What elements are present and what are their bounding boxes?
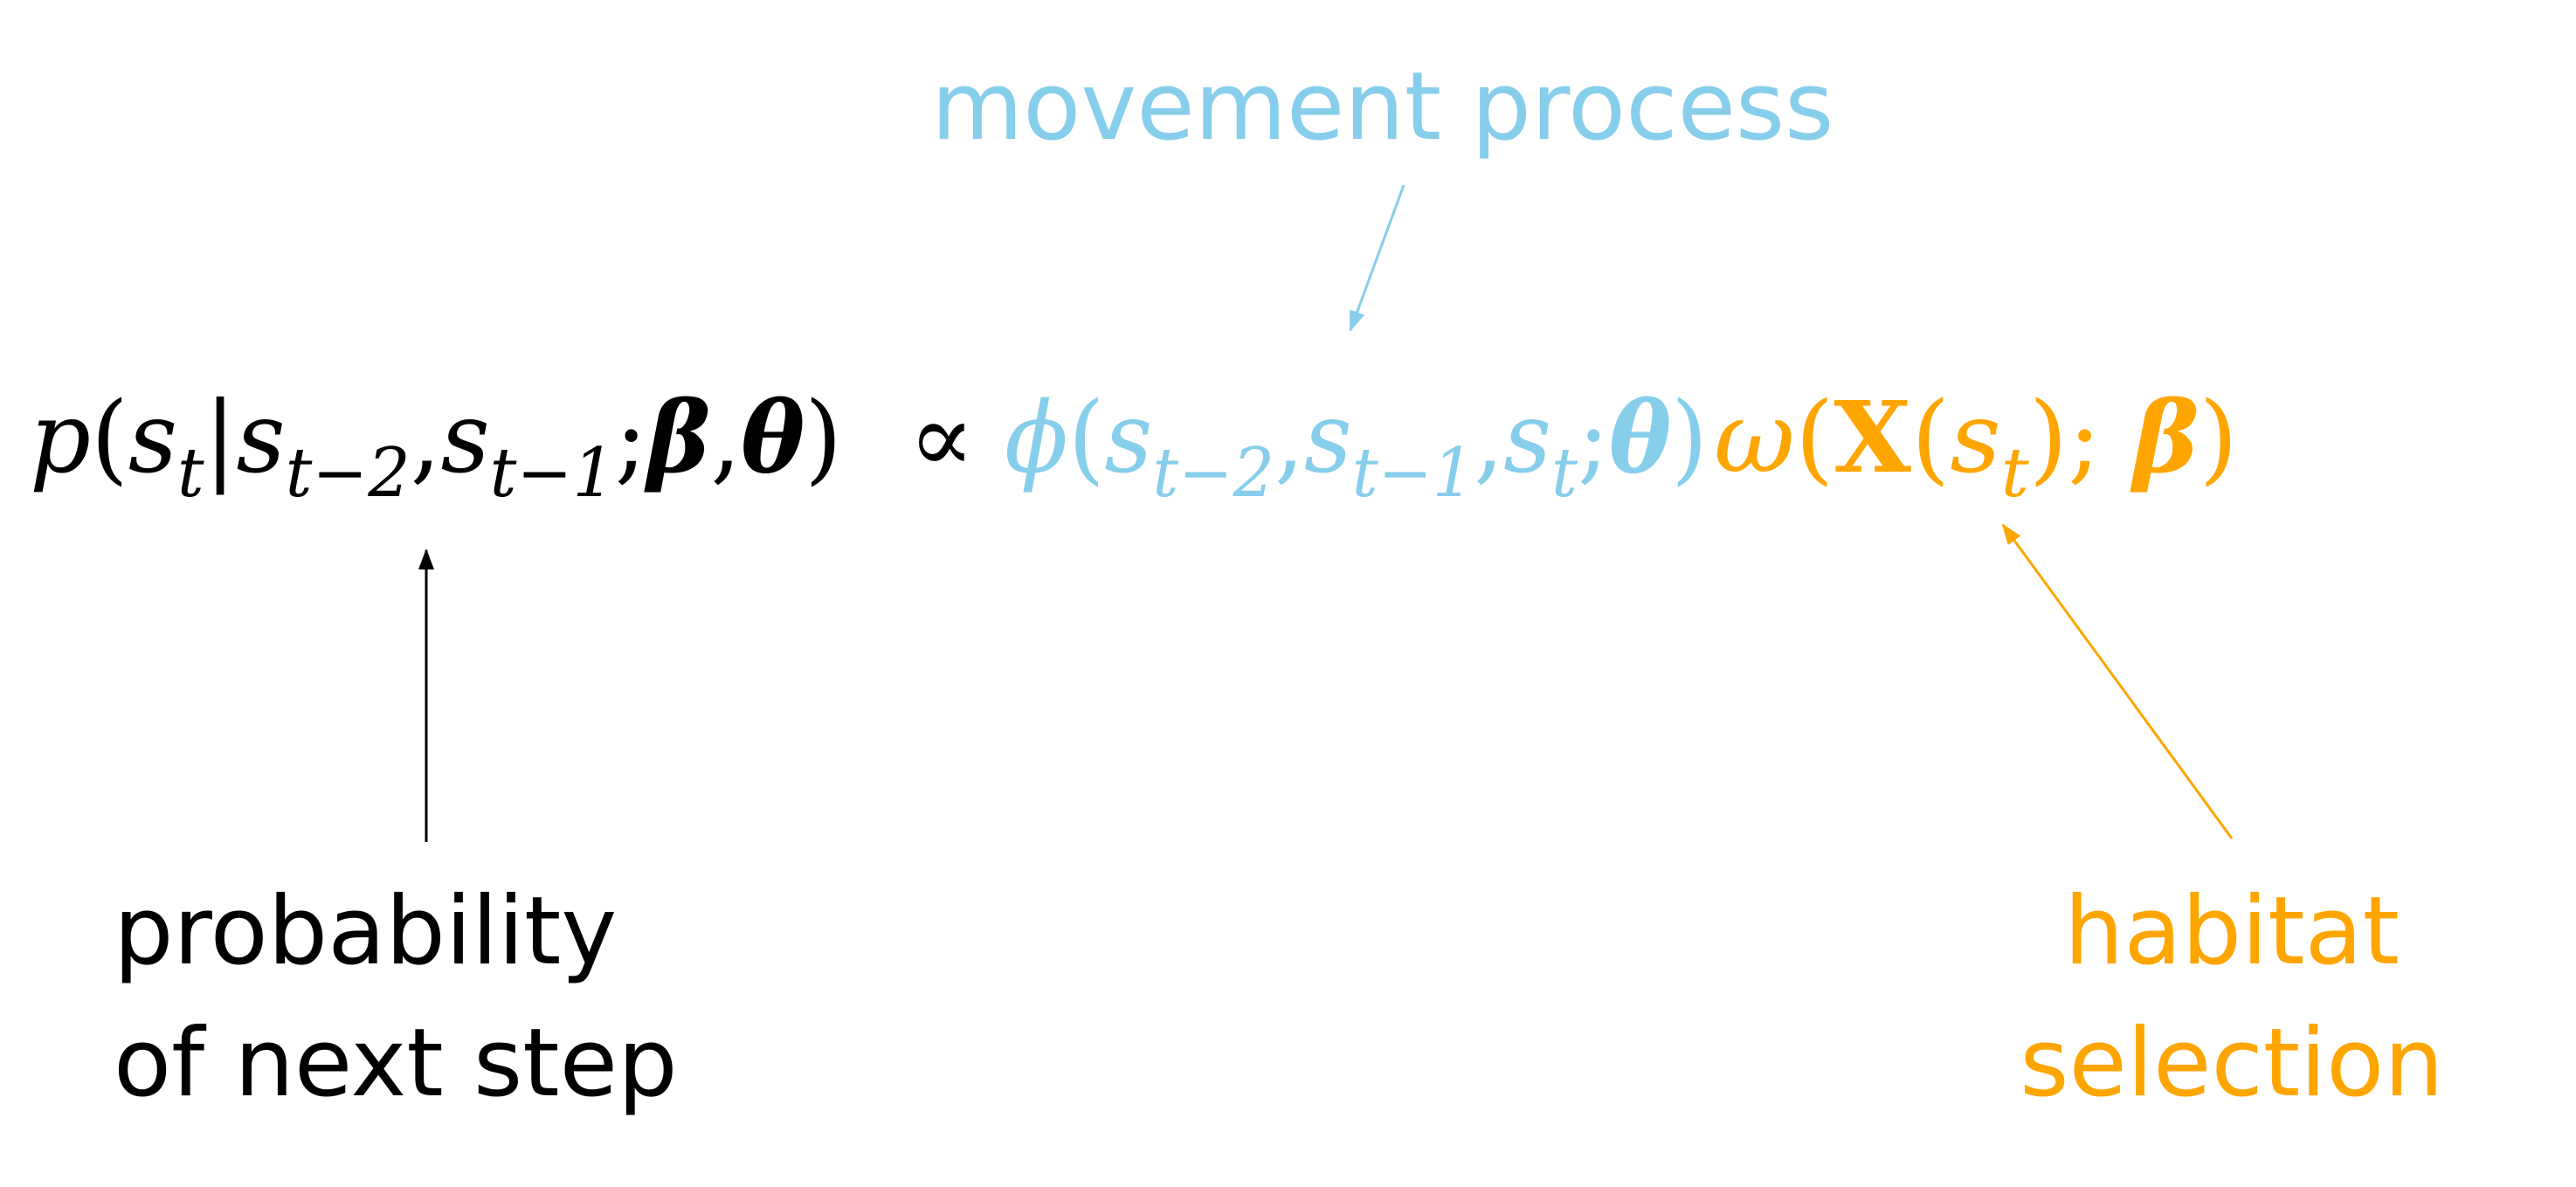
equation-symbol: s [1304, 382, 1352, 495]
movement-process-label: movement process [931, 52, 1834, 162]
equation-symbol: s [1105, 382, 1153, 495]
equation-symbol: ) [805, 382, 842, 495]
equation-symbol [2102, 382, 2133, 495]
equation-symbol: ω [1714, 382, 1795, 495]
equation-symbol: ; [1578, 382, 1609, 495]
equation-symbol: , [411, 382, 441, 495]
subscript: t−1 [490, 434, 615, 513]
subscript: t [2001, 434, 2030, 513]
equation-symbol: ( [91, 382, 128, 495]
equation-symbol: ϕ [1005, 382, 1068, 495]
equation-symbol: s [441, 382, 490, 495]
subscript: t−1 [1352, 434, 1474, 513]
equation-symbol: s [128, 382, 177, 495]
habitat-label-line2: selection [2020, 1009, 2444, 1118]
equation-symbol: s [1950, 382, 2000, 495]
equation-habitat-term: ω(X(st); β) [1714, 381, 2238, 513]
equation-symbol: ( [1911, 382, 1950, 495]
subscript: t−2 [1152, 434, 1274, 513]
equation-symbol: ) [1671, 382, 1708, 495]
equation-symbol: ( [1795, 382, 1834, 495]
equation-symbol: β [2130, 381, 2200, 495]
equation-symbol: , [1274, 382, 1304, 495]
equation-symbol: s [1503, 382, 1551, 495]
equation-symbol: θ [741, 381, 805, 495]
equation-movement-term: ϕ(st−2,st−1,st;θ) [1005, 381, 1708, 513]
probability-label-line2: of next step [114, 1009, 678, 1118]
equation-lhs: p(st|st−2,st−1;β,θ) [30, 381, 842, 513]
probability-label-line1: probability [114, 877, 618, 986]
habitat-label-line1: habitat [2063, 877, 2400, 986]
equation-symbol: , [710, 382, 741, 495]
equation-symbol: p [30, 382, 91, 495]
proportional-symbol: ∝ [908, 382, 975, 495]
equation-symbol: ( [1068, 382, 1105, 495]
equation-symbol: ; [615, 382, 647, 495]
movement-arrow [1349, 184, 1405, 332]
equation-symbol: , [1474, 382, 1503, 495]
equation-symbol: ) [2200, 382, 2238, 495]
equation-symbol: β [644, 381, 711, 495]
equation-symbol: | [204, 382, 237, 495]
equation-symbol: θ [1609, 381, 1672, 495]
equation-symbol: s [237, 382, 286, 495]
subscript: t [177, 434, 204, 513]
equation-symbol: X [1834, 381, 1911, 495]
equation-symbol: ); [2029, 382, 2102, 495]
habitat-arrow [2001, 523, 2234, 839]
subscript: t [1551, 434, 1578, 513]
subscript: t−2 [286, 434, 411, 513]
